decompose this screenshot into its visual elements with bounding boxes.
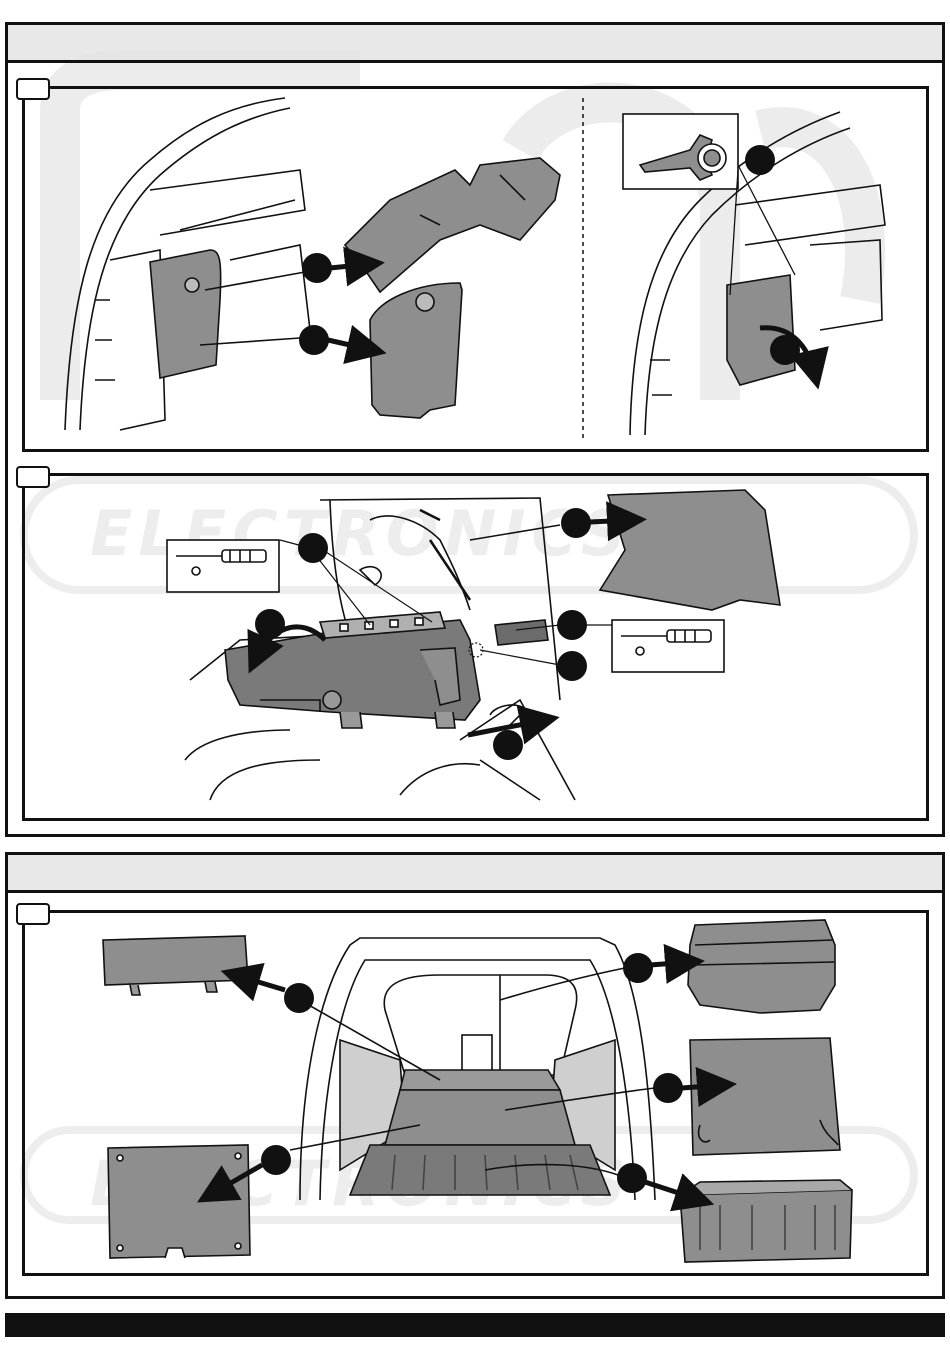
step-a-left-arrows	[200, 264, 372, 350]
callout-marker-15	[617, 1163, 647, 1193]
callout-marker-10	[493, 730, 523, 760]
callout-marker-2	[299, 325, 329, 355]
callout-marker-12	[623, 953, 653, 983]
callout-marker-6	[561, 508, 591, 538]
callout-marker-9	[557, 651, 587, 681]
callout-marker-5	[298, 533, 328, 563]
callout-marker-1	[302, 253, 332, 283]
callout-marker-13	[653, 1073, 683, 1103]
screwdriver-box-left	[167, 540, 279, 592]
callout-marker-8	[557, 610, 587, 640]
callout-marker-7	[255, 609, 285, 639]
step-c-illustration	[103, 920, 852, 1262]
step-b-illustration	[167, 490, 780, 800]
callout-marker-11	[284, 983, 314, 1013]
callout-marker-3	[745, 145, 775, 175]
callout-marker-14	[261, 1145, 291, 1175]
callout-marker-4	[770, 335, 800, 365]
screwdriver-box-right	[612, 620, 724, 672]
